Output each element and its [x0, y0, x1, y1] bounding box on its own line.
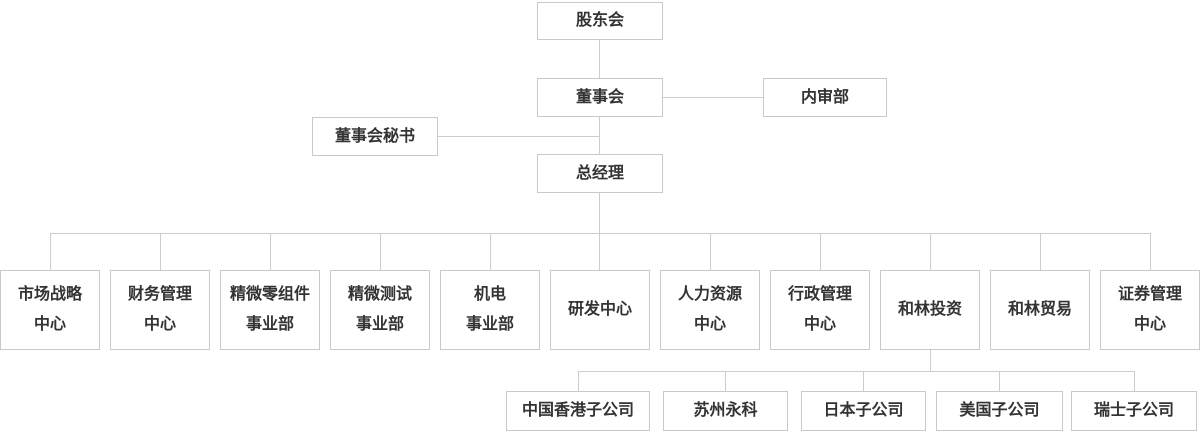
- node-shareholders: 股东会: [537, 2, 663, 40]
- node-label: 苏州永科: [693, 402, 758, 419]
- connector-stub-dept: [160, 233, 161, 270]
- node-label-line: 事业部: [245, 316, 294, 333]
- connector-board-internal-audit: [663, 97, 763, 98]
- node-sub-usa-subsidiary: 美国子公司: [936, 391, 1063, 431]
- connector-stub-dept: [50, 233, 51, 270]
- node-label-line: 研发中心: [567, 301, 632, 318]
- connector-stub-subsidiary: [863, 371, 864, 391]
- node-dept-helin-trading: 和林贸易: [990, 270, 1090, 350]
- node-label: 董事会: [575, 88, 624, 106]
- node-internal-audit: 内审部: [763, 78, 887, 117]
- node-label: 美国子公司: [959, 402, 1040, 419]
- connector-stub-subsidiary: [578, 371, 579, 391]
- node-dept-finance-management-center: 财务管理 中心: [110, 270, 210, 350]
- node-dept-precision-testing-division: 精微测试 事业部: [330, 270, 430, 350]
- node-label-line: 中心: [693, 316, 726, 333]
- node-label: 总经理: [575, 164, 624, 182]
- node-dept-electromechanical-division: 机电 事业部: [440, 270, 540, 350]
- connector-departments-bus: [50, 233, 1150, 234]
- connector-stub-dept: [1040, 233, 1041, 270]
- node-label: 瑞士子公司: [1093, 402, 1174, 419]
- node-label-line: 中心: [33, 316, 66, 333]
- node-label-line: 机电: [473, 286, 506, 303]
- connector-stub-dept: [380, 233, 381, 270]
- node-label: 日本子公司: [823, 402, 904, 419]
- connector-stub-dept: [820, 233, 821, 270]
- connector-stub-dept: [599, 233, 600, 270]
- connector-stub-dept: [490, 233, 491, 270]
- node-label: 中国香港子公司: [521, 402, 634, 419]
- connector-general-manager-drop: [599, 193, 600, 233]
- node-dept-market-strategy-center: 市场战略 中心: [0, 270, 100, 350]
- connector-subsidiaries-bus: [578, 371, 1134, 372]
- node-general-manager: 总经理: [537, 154, 663, 193]
- node-sub-switzerland-subsidiary: 瑞士子公司: [1071, 391, 1197, 431]
- node-label-line: 中心: [803, 316, 836, 333]
- connector-stub-subsidiary: [725, 371, 726, 391]
- node-dept-precision-components-division: 精微零组件 事业部: [220, 270, 320, 350]
- connector-stub-dept: [270, 233, 271, 270]
- node-label: 股东会: [575, 12, 624, 29]
- node-label: 董事会秘书: [334, 127, 415, 145]
- node-sub-japan-subsidiary: 日本子公司: [801, 391, 926, 431]
- node-dept-helin-investment: 和林投资: [880, 270, 980, 350]
- connector-board-general-manager: [599, 117, 600, 154]
- node-board: 董事会: [537, 78, 663, 117]
- connector-stub-dept: [1150, 233, 1151, 270]
- node-sub-suzhou-yongke: 苏州永科: [663, 391, 788, 431]
- node-dept-rnd-center: 研发中心: [550, 270, 650, 350]
- connector-helin-investment-drop: [930, 350, 931, 371]
- connector-board-secretary: [438, 136, 600, 137]
- node-dept-securities-management-center: 证券管理 中心: [1100, 270, 1200, 350]
- node-label-line: 中心: [143, 316, 176, 333]
- node-sub-china-hongkong-subsidiary: 中国香港子公司: [506, 391, 650, 431]
- node-label-line: 和林贸易: [1007, 301, 1072, 318]
- node-label-line: 精微零组件: [229, 286, 310, 303]
- node-label-line: 事业部: [355, 316, 404, 333]
- node-label-line: 证券管理: [1117, 286, 1182, 303]
- connector-stub-dept: [930, 233, 931, 270]
- connector-stub-subsidiary: [999, 371, 1000, 391]
- node-label-line: 市场战略: [17, 286, 82, 303]
- node-label-line: 财务管理: [127, 286, 192, 303]
- connector-stub-subsidiary: [1134, 371, 1135, 391]
- node-board-secretary: 董事会秘书: [312, 117, 438, 156]
- node-dept-human-resources-center: 人力资源 中心: [660, 270, 760, 350]
- node-label-line: 精微测试: [347, 286, 412, 303]
- connector-stub-dept: [710, 233, 711, 270]
- node-label-line: 事业部: [465, 316, 514, 333]
- node-label-line: 中心: [1133, 316, 1166, 333]
- node-label-line: 行政管理: [787, 286, 852, 303]
- node-label-line: 人力资源: [677, 286, 742, 303]
- node-dept-administration-center: 行政管理 中心: [770, 270, 870, 350]
- node-label: 内审部: [800, 88, 849, 106]
- node-label-line: 和林投资: [897, 301, 962, 318]
- connector-shareholders-board: [599, 40, 600, 78]
